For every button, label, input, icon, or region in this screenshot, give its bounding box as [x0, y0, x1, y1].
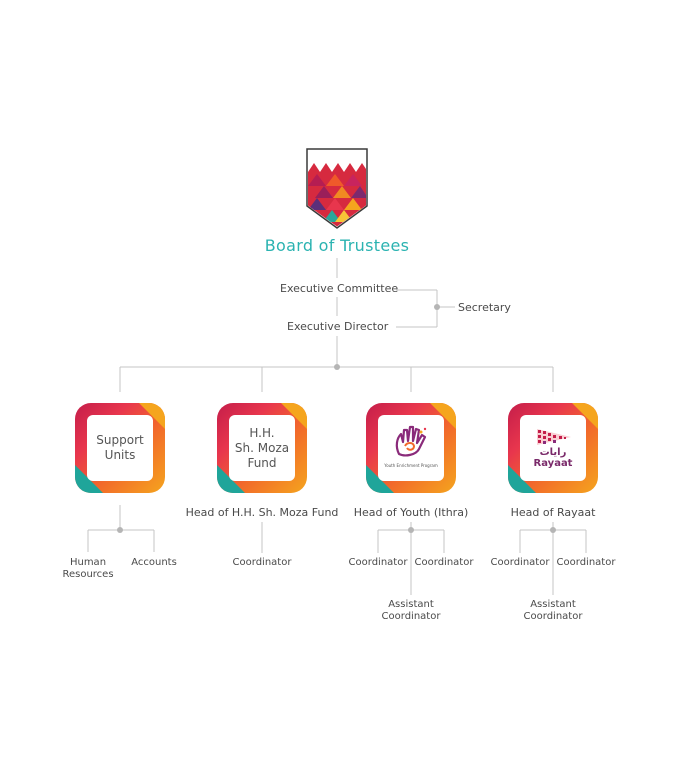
rayaat-assistant-coordinator-label: Assistant Coordinator: [523, 599, 583, 622]
ithra-coordinator-1-label: Coordinator: [348, 557, 408, 568]
head-moza-fund-label: Head of H.H. Sh. Moza Fund: [185, 506, 339, 519]
executive-committee-label: Executive Committee: [280, 282, 399, 295]
board-of-trustees-title: Board of Trustees: [264, 236, 410, 255]
rayaat-coordinator-2-label: Coordinator: [556, 557, 616, 568]
ithra-coordinator-2-label: Coordinator: [414, 557, 474, 568]
rayaat-card: رايات Rayaat: [508, 403, 598, 493]
ithra-assistant-coordinator-label: Assistant Coordinator: [381, 599, 441, 622]
moza-fund-card-label: H.H. Sh. Moza Fund: [234, 425, 290, 470]
executive-director-label: Executive Director: [287, 320, 389, 333]
rayaat-flag-logo: [537, 429, 571, 445]
support-units-card: Support Units: [75, 403, 165, 493]
support-units-card-label: Support Units: [96, 433, 144, 462]
rayaat-logo-arabic: رايات: [539, 447, 567, 458]
ithra-card: Youth Enrichment Program: [366, 403, 456, 493]
human-resources-label: Human Resources: [62, 557, 114, 580]
moza-fund-card: H.H. Sh. Moza Fund: [217, 403, 307, 493]
head-ithra-label: Head of Youth (Ithra): [353, 506, 469, 519]
rayaat-coordinator-1-label: Coordinator: [490, 557, 550, 568]
secretary-label: Secretary: [458, 301, 511, 314]
ithra-logo-caption: Youth Enrichment Program: [384, 462, 438, 468]
accounts-label: Accounts: [131, 557, 177, 568]
moza-coordinator-label: Coordinator: [232, 557, 292, 568]
head-rayaat-label: Head of Rayaat: [510, 506, 596, 519]
crest-logo: [306, 148, 368, 229]
hand-logo: [395, 425, 427, 456]
rayaat-logo-text: Rayaat: [533, 458, 573, 469]
